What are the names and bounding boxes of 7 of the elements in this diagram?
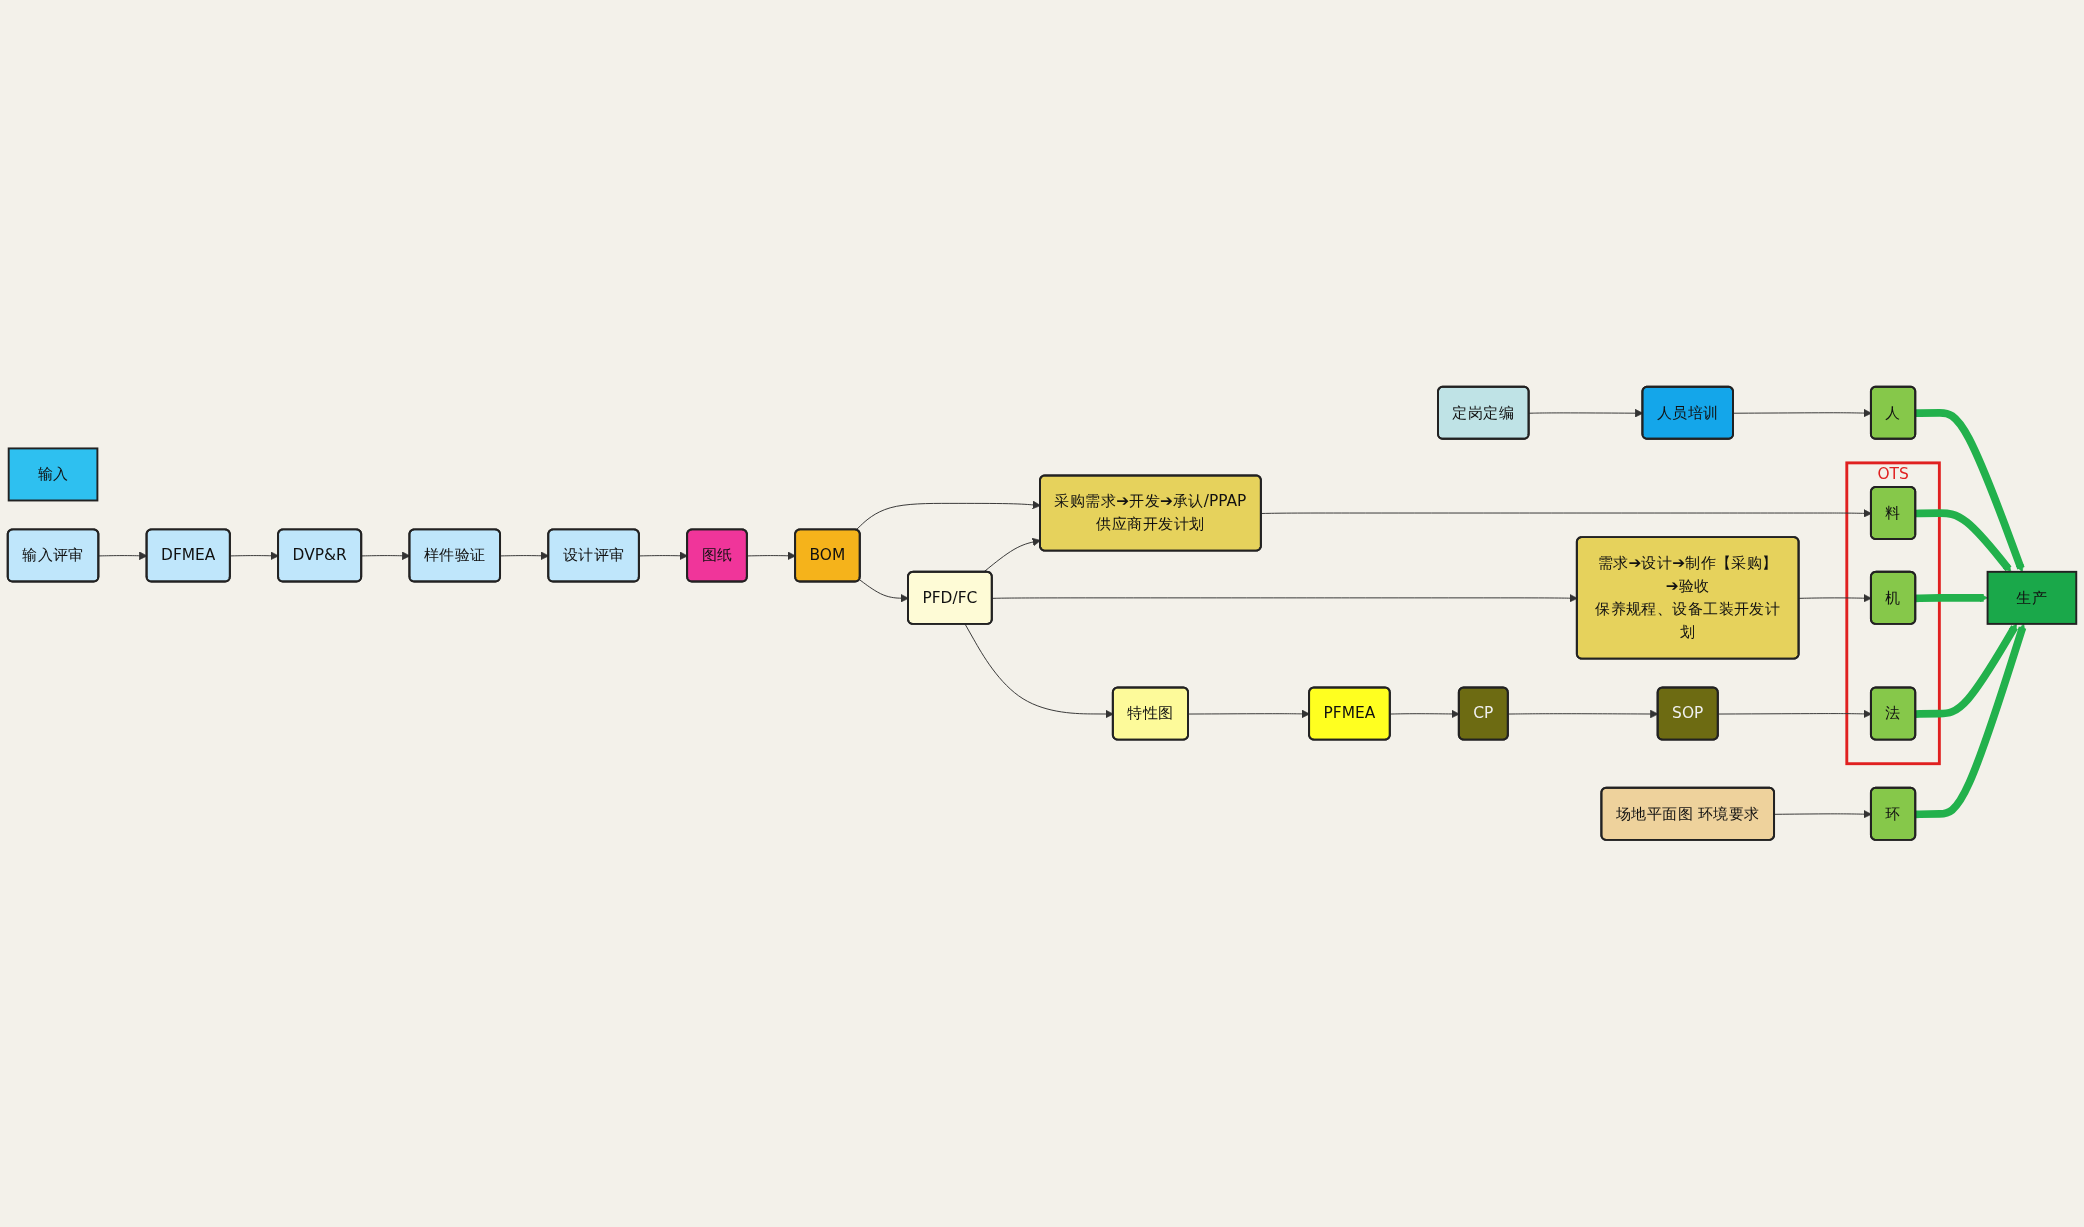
node-box: 生产 [1986,571,2078,626]
arrow [1915,623,2027,819]
arrow [1915,593,1988,603]
node-box: 输入 [7,447,99,502]
arrow [1915,409,2025,573]
arrow [1915,509,2012,573]
arrow [1915,623,2018,719]
